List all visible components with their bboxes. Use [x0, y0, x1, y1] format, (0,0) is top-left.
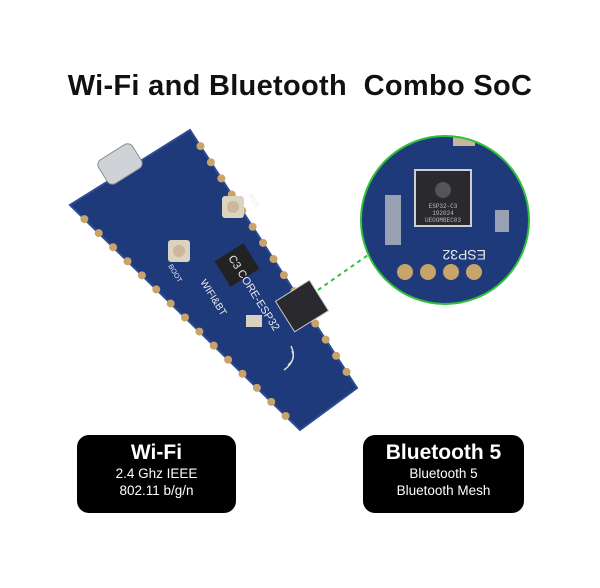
- castellated-pad: [80, 215, 89, 224]
- castellated-pad: [206, 158, 215, 167]
- castellated-pad: [281, 411, 290, 420]
- castellated-pad: [209, 341, 218, 350]
- castellated-pad: [217, 174, 226, 183]
- castellated-pad: [109, 243, 118, 252]
- castellated-pad: [248, 222, 257, 231]
- castellated-pad: [152, 285, 161, 294]
- chip-marking: ESP32-C3: [429, 203, 458, 210]
- castellated-pad: [224, 355, 233, 364]
- castellated-pad: [342, 367, 351, 376]
- feature-heading: Bluetooth 5: [385, 441, 502, 464]
- castellated-pad: [279, 271, 288, 280]
- esp32-c3-board: RST BOOT C3 CORE-ESP32 WIFI&BT: [68, 128, 359, 432]
- page-title: Wi-Fi and Bluetooth Combo SoC: [67, 70, 533, 102]
- castellated-pad: [332, 351, 341, 360]
- usb-c-connector: [97, 143, 143, 185]
- wifi-feature-box: Wi-Fi 2.4 Ghz IEEE 802.11 b/g/n: [77, 435, 236, 513]
- bluetooth-feature-box: Bluetooth 5 Bluetooth 5 Bluetooth Mesh: [363, 435, 524, 513]
- castellated-pad: [181, 313, 189, 322]
- castellated-pad: [196, 142, 205, 151]
- castellated-pad: [166, 299, 175, 308]
- rst-label: RST: [246, 193, 260, 209]
- feature-line: Bluetooth Mesh: [396, 483, 491, 498]
- castellated-pad: [252, 383, 261, 392]
- castellated-pad: [195, 327, 204, 336]
- castellated-pad: [269, 255, 278, 263]
- feature-line: 2.4 Ghz IEEE: [115, 466, 198, 481]
- castellated-pad: [137, 271, 146, 280]
- castellated-pad: [123, 257, 132, 266]
- feature-line: Bluetooth 5: [409, 466, 478, 481]
- chip-marking: UEOOMBEC03: [425, 217, 461, 224]
- castellated-pad: [311, 319, 320, 328]
- esp32-c3-chip: [274, 279, 330, 333]
- castellated-pad: [267, 397, 276, 406]
- feature-line: 802.11 b/g/n: [119, 483, 194, 498]
- wifi-logo-icon: [283, 345, 295, 371]
- espressif-logo-icon: [435, 182, 451, 198]
- castellated-pad: [321, 335, 330, 344]
- castellated-pad: [94, 229, 103, 238]
- chip-zoom-circle: ESP32-C3 192024 UEOOMBEC03 ESP32: [360, 135, 530, 305]
- castellated-pad: [259, 238, 268, 247]
- zoom-label: ESP32: [442, 247, 486, 263]
- castellated-pad: [238, 369, 247, 378]
- chip-marking: 192024: [432, 210, 454, 217]
- feature-heading: Wi-Fi: [130, 441, 183, 464]
